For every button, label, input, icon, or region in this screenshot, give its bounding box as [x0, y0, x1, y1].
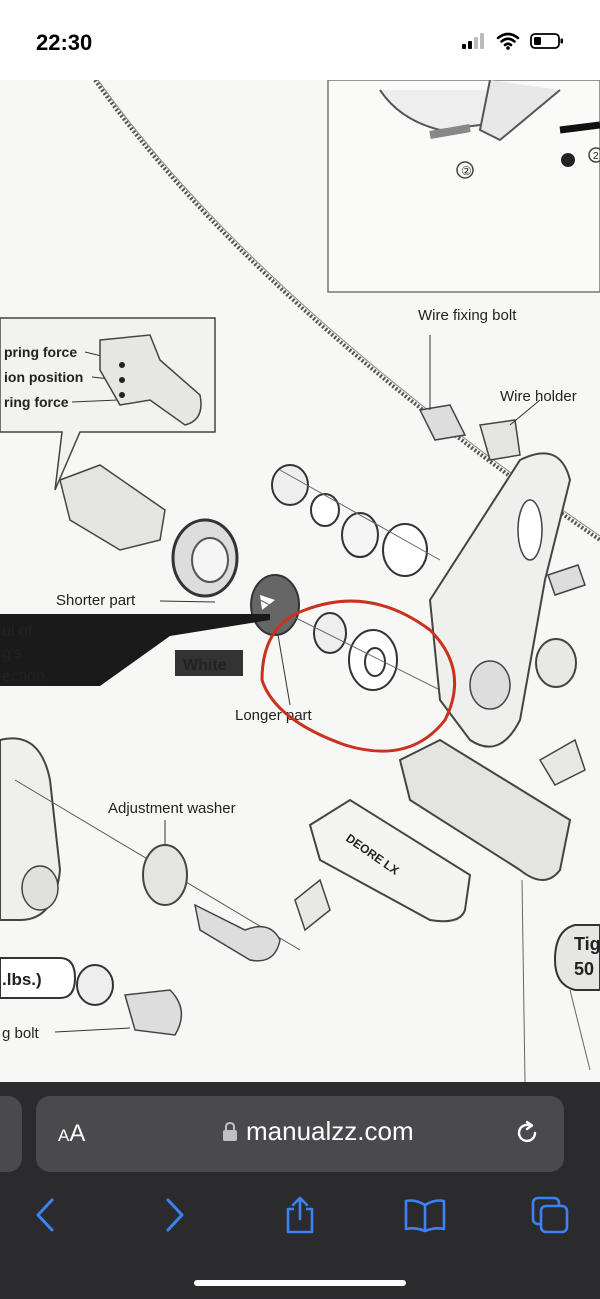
- label-note-line2: g's: [2, 645, 22, 662]
- label-adjustment-washer: Adjustment washer: [108, 800, 236, 817]
- manual-diagram-image: ② 1 2 pring force ion position ring forc…: [0, 80, 600, 1082]
- forward-button[interactable]: [150, 1190, 200, 1240]
- marker-1: 1: [564, 156, 570, 167]
- bookmarks-button[interactable]: [400, 1190, 450, 1240]
- aa-large-label: A: [69, 1120, 86, 1147]
- label-spring-force-top: pring force: [4, 344, 77, 360]
- home-indicator: [194, 1280, 406, 1286]
- browser-toolbar: AA manualzz.com: [0, 1082, 600, 1299]
- reader-options-button[interactable]: AA: [58, 1120, 85, 1148]
- label-spring-force-bottom: ring force: [4, 394, 69, 410]
- label-wire-holder: Wire holder: [500, 388, 577, 405]
- label-tig-line1: Tig: [574, 934, 600, 954]
- wifi-icon: [496, 32, 520, 50]
- forward-icon: [166, 1198, 184, 1232]
- reload-button[interactable]: [512, 1118, 542, 1153]
- lock-icon: [223, 1121, 237, 1141]
- bookmarks-icon: [404, 1199, 446, 1233]
- label-note-line3: ection.: [2, 668, 49, 685]
- label-lbs: .lbs.): [2, 970, 42, 989]
- aa-small-label: A: [58, 1126, 70, 1145]
- status-bar: 22:30: [0, 0, 600, 80]
- share-button[interactable]: [275, 1190, 325, 1240]
- tabs-icon: [531, 1196, 569, 1234]
- status-icons: [462, 32, 564, 50]
- previous-tab-address-bar[interactable]: [0, 1096, 22, 1172]
- status-time: 22:30: [36, 30, 93, 55]
- address-bar[interactable]: AA manualzz.com: [36, 1096, 564, 1172]
- label-g-bolt: g bolt: [2, 1025, 40, 1042]
- browser-nav-bar: [0, 1190, 600, 1250]
- label-note-line1: ul of: [2, 623, 33, 640]
- url-display[interactable]: manualzz.com: [222, 1116, 414, 1147]
- tabs-button[interactable]: [525, 1190, 575, 1240]
- reload-icon: [517, 1120, 537, 1143]
- back-icon: [36, 1198, 54, 1232]
- label-shorter-part: Shorter part: [56, 592, 136, 609]
- red-annotation-circle: [260, 599, 457, 753]
- marker-circled-2: ②: [461, 164, 472, 178]
- label-white: White: [183, 657, 227, 674]
- cellular-signal-icon: [462, 33, 484, 49]
- label-tig-line2: 50: [574, 959, 594, 979]
- label-longer-part: Longer part: [235, 707, 313, 724]
- battery-icon: [530, 33, 563, 49]
- share-icon: [286, 1196, 314, 1234]
- label-position: ion position: [4, 369, 83, 385]
- url-text: manualzz.com: [246, 1116, 414, 1146]
- marker-2: 2: [593, 151, 599, 162]
- label-wire-fixing-bolt: Wire fixing bolt: [418, 307, 517, 324]
- back-button[interactable]: [20, 1190, 70, 1240]
